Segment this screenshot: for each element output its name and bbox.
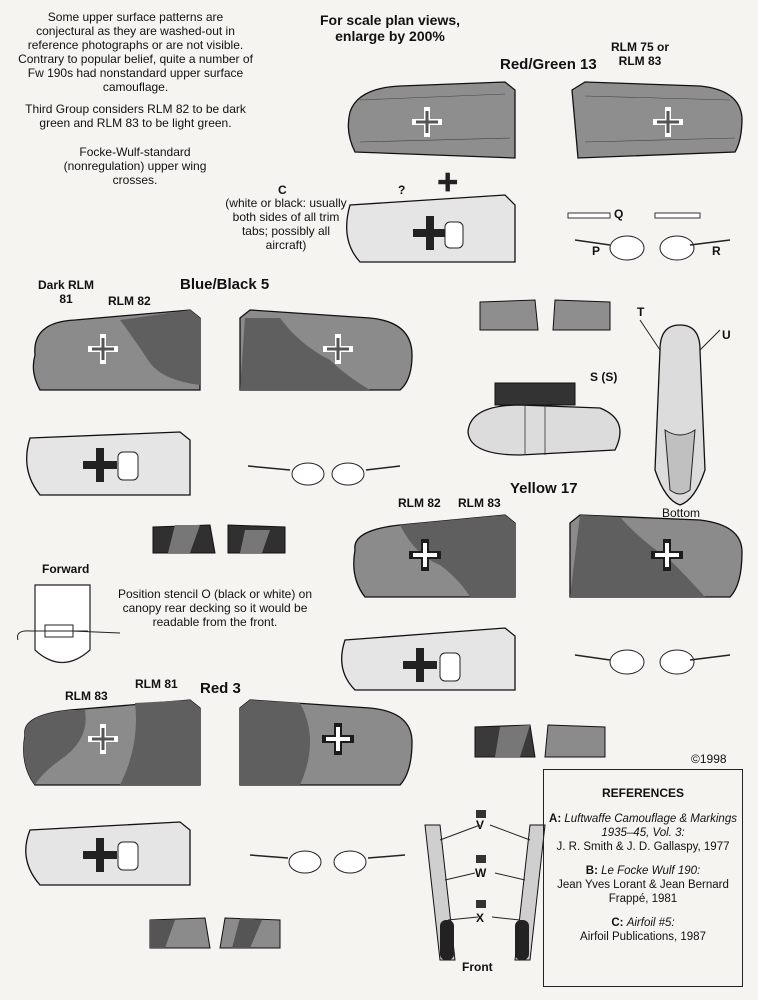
reference-a-title: Luftwaffe Camouflage & Markings 1935–45,… bbox=[564, 813, 737, 839]
red-green-13-title: Red/Green 13 bbox=[500, 56, 597, 73]
letter-question: ? bbox=[398, 183, 406, 197]
third-group-note: Third Group considers RLM 82 to be dark … bbox=[25, 102, 246, 130]
stencil-note: Position stencil O (black or white) on c… bbox=[117, 587, 313, 629]
blue-black-5-upper-right-wing bbox=[239, 309, 413, 391]
reference-a-key: A: bbox=[549, 813, 562, 825]
references-box: REFERENCES A: Luftwaffe Camouflage & Mar… bbox=[543, 769, 743, 987]
label-rlm-83-red: RLM 83 bbox=[65, 689, 108, 703]
yellow-17-upper-right-wing bbox=[569, 514, 743, 598]
label-rlm-83-yellow: RLM 83 bbox=[458, 496, 501, 510]
crosses-note: Focke-Wulf-standard (nonregulation) uppe… bbox=[63, 145, 207, 187]
landing-gear-front-view bbox=[424, 810, 546, 961]
red-green-13-trim-tabs bbox=[567, 212, 731, 261]
reference-b-detail: Jean Yves Lorant & Jean Bernard Frappé, … bbox=[557, 879, 729, 905]
label-rlm-82-blue: RLM 82 bbox=[108, 294, 151, 308]
yellow-17-tailplane bbox=[474, 724, 606, 758]
blue-black-5-upper-left-wing bbox=[32, 309, 201, 391]
letter-q: Q bbox=[614, 207, 624, 221]
letter-t: T bbox=[637, 305, 645, 319]
letter-c: C bbox=[278, 183, 287, 197]
fuselage-bottom-view bbox=[639, 319, 721, 506]
conjecture-note: Some upper surface patterns are conjectu… bbox=[18, 10, 253, 94]
yellow-17-trim-tabs bbox=[574, 649, 731, 675]
copyright: ©1998 bbox=[691, 752, 727, 766]
red-green-13-upper-left-wing bbox=[347, 81, 516, 159]
red-3-upper-left-wing bbox=[23, 699, 201, 786]
letter-u: U bbox=[722, 328, 731, 342]
red-green-13-color-note: RLM 75 or RLM 83 bbox=[610, 40, 669, 68]
red-green-13-upper-right-wing bbox=[571, 81, 743, 159]
label-dark-rlm-81: Dark RLM 81 bbox=[37, 278, 94, 306]
yellow-17-lower-wing bbox=[341, 627, 516, 691]
reference-a: A: Luftwaffe Camouflage & Markings 1935–… bbox=[544, 812, 742, 854]
letter-x: X bbox=[476, 911, 485, 925]
reference-b-key: B: bbox=[585, 865, 598, 877]
label-forward: Forward bbox=[42, 562, 90, 576]
letter-v: V bbox=[476, 818, 485, 832]
red-green-13-lower-wing bbox=[346, 172, 516, 263]
reference-a-detail: J. R. Smith & J. D. Gallaspy, 1977 bbox=[556, 841, 730, 853]
letter-w: W bbox=[475, 866, 487, 880]
trim-tab-note: (white or black: usually both sides of a… bbox=[225, 196, 347, 252]
reference-c-key: C: bbox=[611, 917, 624, 929]
red-3-upper-right-wing bbox=[239, 699, 413, 786]
letter-p: P bbox=[592, 244, 601, 258]
blue-black-5-lower-wing bbox=[26, 431, 191, 496]
red-3-lower-wing bbox=[25, 821, 191, 886]
canopy-rear-decking-sketch bbox=[17, 584, 121, 663]
tailplane-outline bbox=[479, 299, 611, 331]
reference-c: C: Airfoil #5: Airfoil Publications, 198… bbox=[544, 916, 742, 944]
red-3-trim-tabs bbox=[249, 850, 406, 874]
reference-c-detail: Airfoil Publications, 1987 bbox=[580, 931, 706, 943]
label-rlm-81-red: RLM 81 bbox=[135, 677, 178, 691]
drop-tank bbox=[467, 382, 621, 456]
red-3-title: Red 3 bbox=[200, 680, 241, 697]
blue-black-5-trim-tabs bbox=[247, 462, 401, 486]
letter-r: R bbox=[712, 244, 721, 258]
label-rlm-82-yellow: RLM 82 bbox=[398, 496, 441, 510]
references-heading: REFERENCES bbox=[601, 786, 684, 800]
yellow-17-title: Yellow 17 bbox=[510, 480, 578, 497]
letter-s: S (S) bbox=[590, 370, 618, 384]
blue-black-5-tailplane bbox=[152, 524, 286, 554]
reference-b: B: Le Focke Wulf 190: Jean Yves Lorant &… bbox=[544, 864, 742, 906]
reference-c-title: Airfoil #5: bbox=[626, 917, 675, 929]
label-front: Front bbox=[462, 960, 493, 974]
reference-b-title: Le Focke Wulf 190: bbox=[601, 865, 701, 877]
blue-black-5-title: Blue/Black 5 bbox=[180, 276, 270, 293]
label-bottom: Bottom bbox=[662, 506, 701, 520]
yellow-17-upper-left-wing bbox=[353, 514, 516, 598]
scale-note: For scale plan views, enlarge by 200% bbox=[319, 12, 461, 44]
red-3-tailplane bbox=[149, 917, 281, 949]
